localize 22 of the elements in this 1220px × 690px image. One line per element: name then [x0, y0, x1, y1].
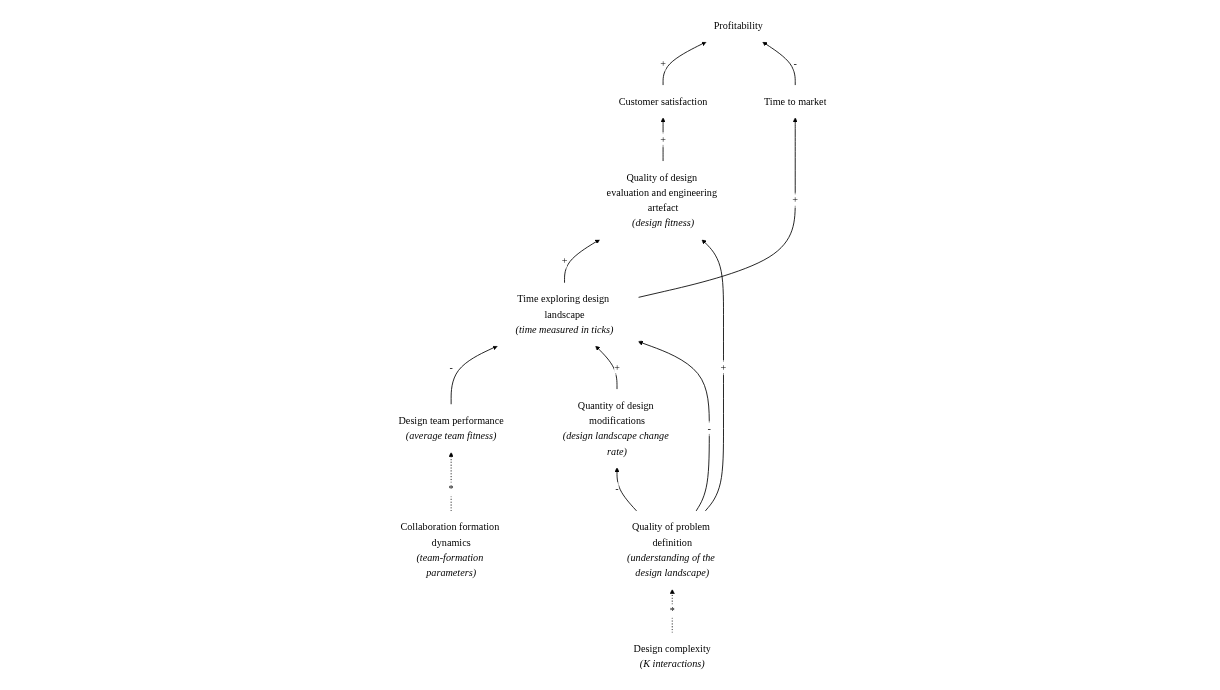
edge-label: +	[659, 133, 666, 145]
edge-label: +	[561, 255, 567, 267]
edge-label: +	[791, 194, 798, 206]
node-text: Collaboration formation dynamics (team-formation parameters)	[399, 521, 499, 579]
node-text: Quantity of design modifications (design landscape change rate)	[562, 399, 669, 457]
node-text: Quality of problem definition (understanding of the design landscape)	[626, 521, 715, 579]
edge-label: +	[720, 361, 726, 374]
node-text: Time exploring design landscape (time measured in ticks)	[515, 293, 613, 336]
edge-label: -	[614, 483, 619, 495]
node-text: Profitability	[713, 19, 763, 32]
node-text: Time to market	[763, 95, 826, 107]
node-text: Design complexity (K interactions)	[633, 643, 711, 670]
node-text: Design team performance (average team fitness)	[398, 414, 504, 442]
edge-label: *	[669, 605, 675, 617]
edge-label: -	[707, 422, 711, 434]
edge-label: -	[448, 361, 453, 374]
edge-label: *	[448, 483, 454, 495]
node-text: Customer satisfaction	[618, 95, 707, 107]
node-text: Quality of design evaluation and engineering artefact (design fitness)	[606, 171, 717, 229]
edge-label: +	[659, 57, 666, 69]
edge-label: +	[613, 361, 620, 374]
edge-label: -	[793, 57, 797, 69]
